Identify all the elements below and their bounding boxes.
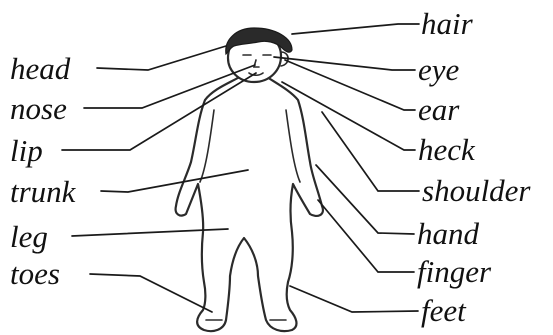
leader-hair bbox=[292, 24, 419, 34]
label-eye: eye bbox=[418, 54, 459, 85]
label-head: head bbox=[10, 53, 70, 84]
label-nose: nose bbox=[10, 93, 67, 124]
label-hair: hair bbox=[421, 8, 473, 39]
leader-ear bbox=[285, 60, 415, 110]
leader-head bbox=[97, 46, 226, 70]
leader-feet bbox=[290, 286, 418, 312]
leader-toes bbox=[90, 274, 212, 312]
label-heck: heck bbox=[418, 134, 475, 165]
label-leg: leg bbox=[10, 221, 48, 252]
leader-hand bbox=[316, 165, 414, 234]
label-feet: feet bbox=[421, 295, 466, 326]
label-lip: lip bbox=[10, 135, 43, 166]
label-shoulder: shoulder bbox=[422, 175, 531, 206]
figure-body bbox=[176, 75, 323, 331]
leader-shoulder bbox=[322, 112, 419, 191]
label-hand: hand bbox=[417, 218, 479, 249]
label-finger: finger bbox=[417, 256, 491, 287]
label-trunk: trunk bbox=[10, 176, 75, 207]
label-toes: toes bbox=[10, 258, 60, 289]
leader-finger bbox=[318, 200, 414, 272]
label-ear: ear bbox=[418, 94, 459, 125]
